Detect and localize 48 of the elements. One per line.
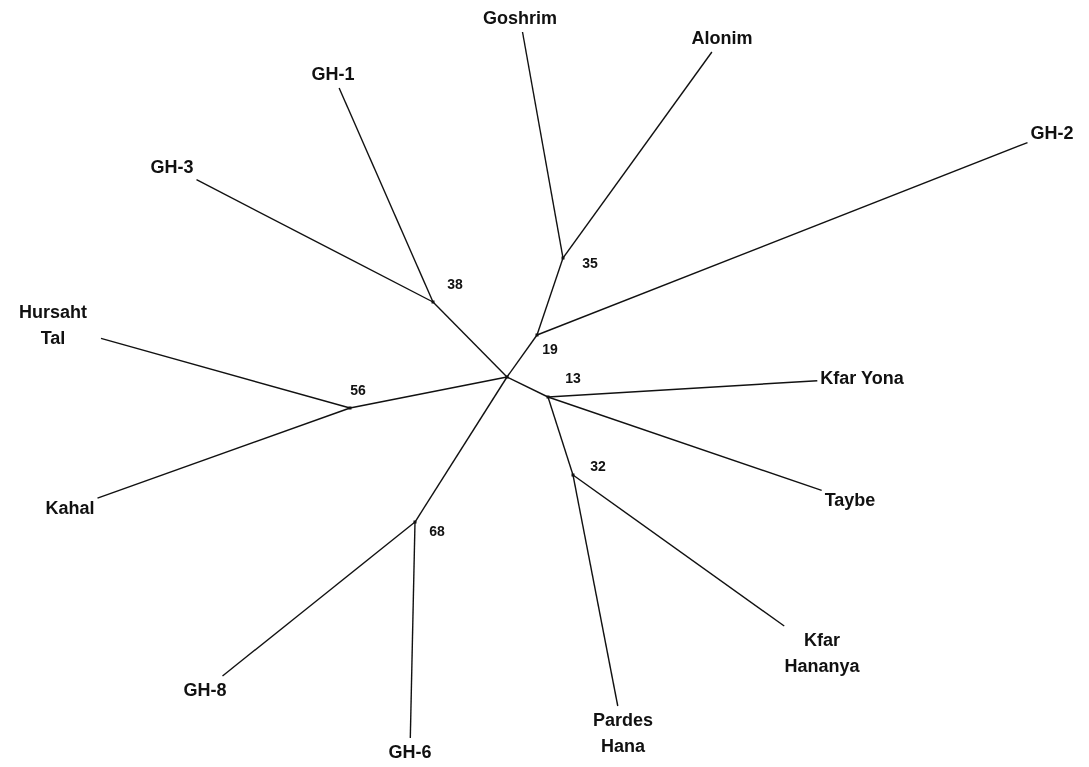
- taxon-label: Alonim: [691, 25, 753, 51]
- tree-branch: [338, 87, 434, 303]
- branch-point: [561, 256, 565, 260]
- taxon-label: Taybe: [824, 487, 876, 513]
- tree-branch: [506, 334, 538, 378]
- tree-branch: [432, 301, 508, 378]
- taxon-label: Kahal: [45, 495, 95, 521]
- tree-branch: [562, 51, 713, 259]
- tree-branch: [536, 257, 564, 336]
- taxon-label: GH-2: [1030, 120, 1074, 146]
- tree-branch: [100, 337, 351, 409]
- taxon-label: GH-3: [150, 154, 194, 180]
- bootstrap-value: 35: [582, 255, 598, 271]
- tree-branch: [547, 396, 574, 476]
- branch-point: [413, 520, 417, 524]
- branch-point: [348, 406, 352, 410]
- branch-point: [505, 375, 509, 379]
- branch-point: [571, 473, 575, 477]
- taxon-label: Goshrim: [483, 5, 557, 31]
- tree-branch: [572, 474, 619, 707]
- tree-branch: [521, 31, 564, 259]
- taxon-label: GH-6: [388, 739, 432, 765]
- taxon-label: Kfar Hananya: [772, 627, 872, 679]
- taxon-label: GH-8: [183, 677, 227, 703]
- bootstrap-value: 13: [565, 370, 581, 386]
- bootstrap-value: 19: [542, 341, 558, 357]
- bootstrap-value: 56: [350, 382, 366, 398]
- tree-branch: [572, 474, 785, 627]
- tree-branch: [547, 380, 819, 398]
- branch-point: [535, 333, 539, 337]
- tree-branch: [96, 407, 351, 499]
- bootstrap-value: 68: [429, 523, 445, 539]
- taxon-label: Pardes Hana: [583, 707, 663, 759]
- tree-branch: [414, 376, 508, 523]
- tree-branch: [409, 521, 416, 739]
- tree-branch: [506, 376, 549, 398]
- branch-point: [431, 300, 435, 304]
- tree-branch: [349, 376, 508, 409]
- branch-point: [546, 395, 550, 399]
- taxon-label: Kfar Yona: [820, 365, 904, 391]
- tree-branch: [547, 396, 823, 492]
- bootstrap-value: 32: [590, 458, 606, 474]
- tree-branch: [221, 521, 416, 677]
- tree-branch: [536, 141, 1029, 336]
- bootstrap-value: 38: [447, 276, 463, 292]
- taxon-label: GH-1: [311, 61, 355, 87]
- taxon-label: Hursaht Tal: [8, 299, 98, 351]
- tree-branch: [195, 179, 434, 303]
